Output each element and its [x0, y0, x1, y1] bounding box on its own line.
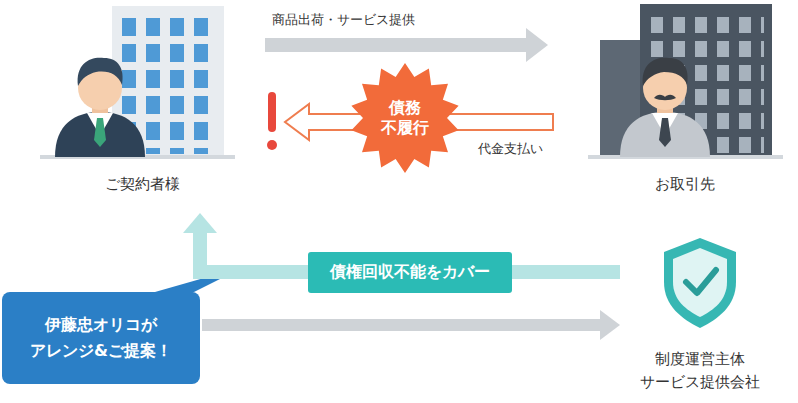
shield-inner — [673, 248, 727, 317]
edge-label: 債権回収不能をカバー — [308, 252, 512, 293]
person-tie — [659, 118, 671, 147]
warning-symbol — [267, 92, 277, 150]
operator-shield: 制度運営主体 サービス提供会社 — [620, 232, 780, 400]
starburst-fill — [351, 63, 458, 173]
exclamation-dot — [267, 140, 277, 150]
shield-icon — [664, 238, 736, 328]
arrow-head — [526, 28, 548, 62]
client-illustration — [40, 6, 235, 159]
person-tie — [94, 118, 106, 147]
arrow-head — [600, 310, 620, 340]
person-mustache — [654, 95, 676, 100]
node-text: 債務 不履行 — [373, 98, 437, 138]
client-figure: ご契約者様 — [40, 0, 245, 200]
callout-box: 伊藤忠オリコが アレンジ&ご提案！ — [2, 292, 200, 384]
arrow-shaft — [265, 38, 528, 52]
node-text: ご契約者様 — [105, 175, 180, 195]
person-suit — [55, 112, 145, 157]
edge-label: 代金支払い — [478, 140, 543, 158]
person-suit — [620, 112, 710, 157]
node-text: 制度運営主体 サービス提供会社 — [625, 348, 775, 395]
starburst-badge: 債務 不履行 — [350, 63, 460, 173]
node-text: お取引先 — [655, 175, 715, 195]
partner-figure: お取引先 — [585, 0, 785, 200]
edge-label: 商品出荷・サービス提供 — [272, 11, 415, 29]
shield-outer — [664, 238, 736, 328]
partner-illustration — [588, 4, 783, 159]
check-mark — [686, 270, 716, 293]
node-text: 伊藤忠オリコが アレンジ&ご提案！ — [16, 312, 186, 365]
person-hair — [78, 58, 123, 86]
exclamation-bar — [268, 92, 276, 132]
arrow-shaft — [202, 319, 602, 331]
person-hair — [643, 58, 688, 86]
arrow-head — [183, 213, 217, 233]
delivery-arrow — [265, 28, 548, 62]
arrangement-arrow — [202, 310, 620, 340]
